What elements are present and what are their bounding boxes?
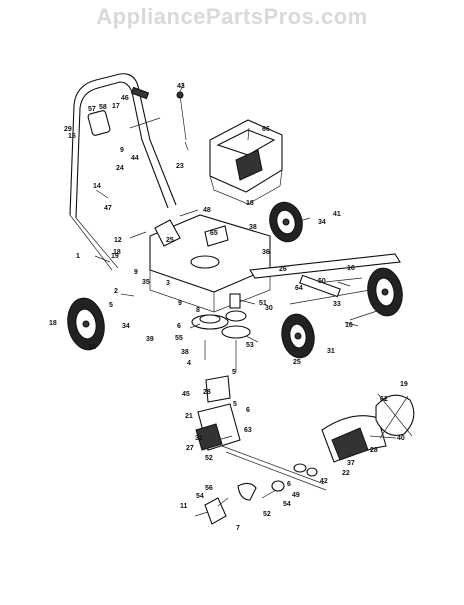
callout-63: 63 xyxy=(244,427,252,434)
blade-shield xyxy=(321,393,415,463)
callout-35: 33 xyxy=(333,301,341,308)
callout-60: 57 xyxy=(88,106,96,113)
callout-40-top: 38 xyxy=(249,224,257,231)
callout-26: 27 xyxy=(186,445,194,452)
callout-13: 14 xyxy=(93,183,101,190)
callout-57-top: 54 xyxy=(196,493,204,500)
callout-39: 37 xyxy=(347,460,355,467)
throttle-control xyxy=(87,110,111,136)
callout-9-low: 9 xyxy=(178,300,182,307)
callout-33: 31 xyxy=(327,348,335,355)
callout-42: 40 xyxy=(397,435,405,442)
axle-assembly xyxy=(249,253,401,321)
callout-45: 43 xyxy=(177,83,185,90)
callout-22: 23 xyxy=(176,163,184,170)
callout-38: 36 xyxy=(262,249,270,256)
leader-lines xyxy=(94,83,397,507)
callout-47: 45 xyxy=(182,391,190,398)
callout-11: 11 xyxy=(180,503,188,510)
callout-6-head: 6 xyxy=(246,407,250,414)
callout-62: 62 xyxy=(380,396,388,403)
callout-2: 2 xyxy=(114,288,118,295)
callout-30: 29 xyxy=(64,126,72,133)
callout-6-mid: 6 xyxy=(177,323,181,330)
callout-25: 25 xyxy=(293,359,301,366)
callout-4: 4 xyxy=(187,360,191,367)
handle-assembly xyxy=(69,73,189,271)
callout-58: 55 xyxy=(175,335,183,342)
callout-46: 44 xyxy=(131,155,139,162)
callout-66: 66 xyxy=(262,126,270,133)
callout-23: 24 xyxy=(116,165,124,172)
callout-40-low: 38 xyxy=(181,349,189,356)
callout-36-left: 34 xyxy=(122,323,130,330)
callout-21: 22 xyxy=(342,470,350,477)
callout-7: 7 xyxy=(236,525,240,532)
callout-51: 49 xyxy=(292,492,300,499)
callout-5-head: 5 xyxy=(233,401,237,408)
callout-20: 21 xyxy=(185,413,193,420)
callout-5-low: 5 xyxy=(232,369,236,376)
callout-48: 46 xyxy=(121,95,129,102)
callout-29: 28 xyxy=(203,389,211,396)
callout-43: 41 xyxy=(333,211,341,218)
callout-53: 51 xyxy=(259,300,267,307)
callout-64: 64 xyxy=(295,285,303,292)
engine xyxy=(209,119,283,205)
callout-18-mid: 18 xyxy=(113,249,121,256)
callout-36-top: 34 xyxy=(318,219,326,226)
callout-5-left: 5 xyxy=(109,302,113,309)
callout-56: 53 xyxy=(246,342,254,349)
callout-19: 19 xyxy=(400,381,408,388)
callout-61: 58 xyxy=(99,104,107,111)
callout-28: 28 xyxy=(370,447,378,454)
wheel-left xyxy=(67,297,105,351)
callout-55: 52 xyxy=(263,511,271,518)
watermark: AppliancePartsPros.com xyxy=(96,4,368,29)
callout-57-right: 54 xyxy=(283,501,291,508)
wheel-center xyxy=(281,313,315,359)
callout-16: 16 xyxy=(347,265,355,272)
callout-3: 3 xyxy=(166,280,170,287)
callout-32: 31 xyxy=(195,435,203,442)
callout-17: 17 xyxy=(112,103,120,110)
callout-18-left: 18 xyxy=(49,320,57,327)
callout-1: 1 xyxy=(76,253,80,260)
callout-31: 30 xyxy=(265,305,273,312)
edger-head xyxy=(194,375,327,525)
callout-9-mid: 9 xyxy=(134,269,138,276)
callout-19-mid: 19 xyxy=(111,253,119,260)
callout-37: 35 xyxy=(142,279,150,286)
control-lever xyxy=(130,86,150,100)
callout-18-top: 18 xyxy=(246,200,254,207)
callout-50: 48 xyxy=(203,207,211,214)
callout-9-top: 9 xyxy=(120,147,124,154)
callout-44: 42 xyxy=(320,478,328,485)
wheel-right xyxy=(367,267,403,317)
callout-41: 39 xyxy=(146,336,154,343)
callout-49: 47 xyxy=(104,205,112,212)
deck-frame xyxy=(149,214,271,313)
wheel-top-right xyxy=(269,201,303,243)
callout-54: 52 xyxy=(205,455,213,462)
callout-27: 26 xyxy=(279,266,287,273)
callout-14: 15 xyxy=(68,133,76,140)
callout-12: 12 xyxy=(114,237,122,244)
callout-6-low: 6 xyxy=(287,481,291,488)
callout-52: 50 xyxy=(318,278,326,285)
callout-59: 56 xyxy=(205,485,213,492)
callout-65: 65 xyxy=(210,230,218,237)
callout-15: 16 xyxy=(345,322,353,329)
callout-34: 32 xyxy=(88,344,96,351)
callout-8: 8 xyxy=(196,307,200,314)
callout-24: 25 xyxy=(166,237,174,244)
callout-labels: 43 46 57 58 17 29 15 9 66 24 44 23 14 18… xyxy=(49,83,408,532)
pulley-assembly xyxy=(191,293,251,372)
